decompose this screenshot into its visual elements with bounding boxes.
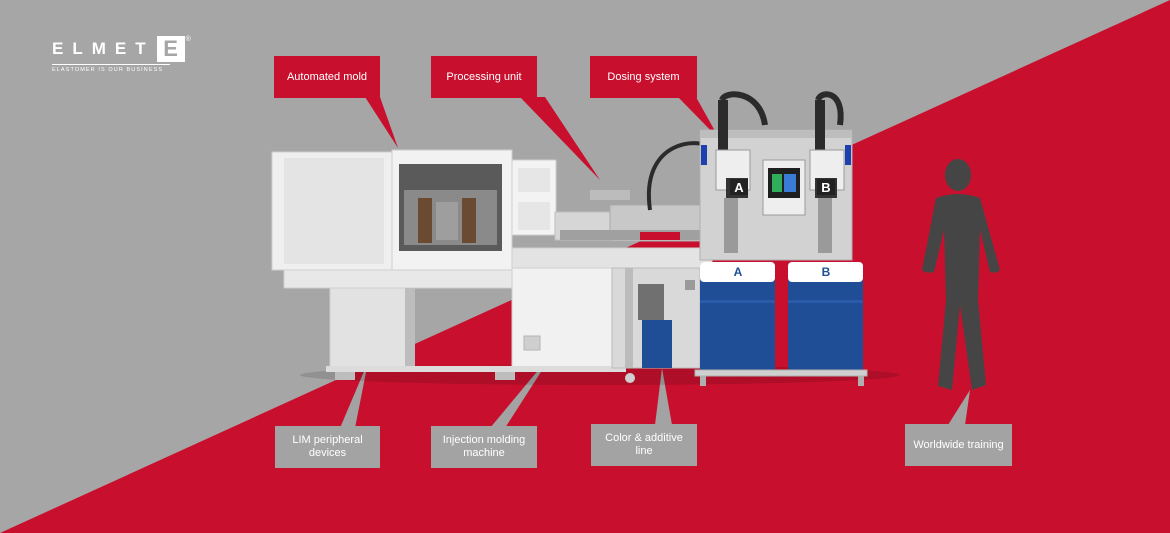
pointer-dosing-system bbox=[678, 97, 720, 140]
drum-b-label: B bbox=[821, 264, 831, 279]
registered-mark: ® bbox=[185, 36, 191, 43]
brand-name: ELMET bbox=[52, 39, 155, 58]
callout-processing-unit: Processing unit bbox=[431, 56, 537, 98]
brand-tagline: ELASTOMER IS OUR BUSINESS bbox=[52, 67, 164, 73]
drum-a-label: A bbox=[733, 264, 743, 279]
pointer-worldwide-training bbox=[948, 390, 970, 425]
person-silhouette bbox=[922, 159, 1000, 390]
callout-injection-molding-machine: Injection molding machine bbox=[431, 426, 537, 468]
injection-molding-machine bbox=[326, 141, 717, 380]
callout-worldwide-training: Worldwide training bbox=[905, 424, 1012, 466]
elmet-logo: ELMET E ® ELASTOMER IS OUR BUSINESS bbox=[52, 36, 191, 73]
callout-lim-peripheral-devices: LIM peripheral devices bbox=[275, 426, 380, 468]
dosing-station-b-label: B bbox=[817, 179, 835, 195]
pointer-lim-peripheral bbox=[340, 362, 368, 428]
pointer-processing-unit bbox=[520, 97, 600, 180]
callout-dosing-system: Dosing system bbox=[590, 56, 697, 98]
pointer-color-additive bbox=[655, 368, 672, 425]
color-additive-unit bbox=[611, 267, 701, 383]
clamp-unit bbox=[271, 149, 515, 369]
brand-mark-e: E bbox=[156, 36, 185, 62]
callout-automated-mold: Automated mold bbox=[274, 56, 380, 98]
pointer-automated-mold bbox=[365, 97, 398, 148]
dosing-station-a-label: A bbox=[730, 179, 748, 195]
logo-divider bbox=[52, 64, 170, 65]
callout-color-additive-line: Color & additive line bbox=[591, 424, 697, 466]
